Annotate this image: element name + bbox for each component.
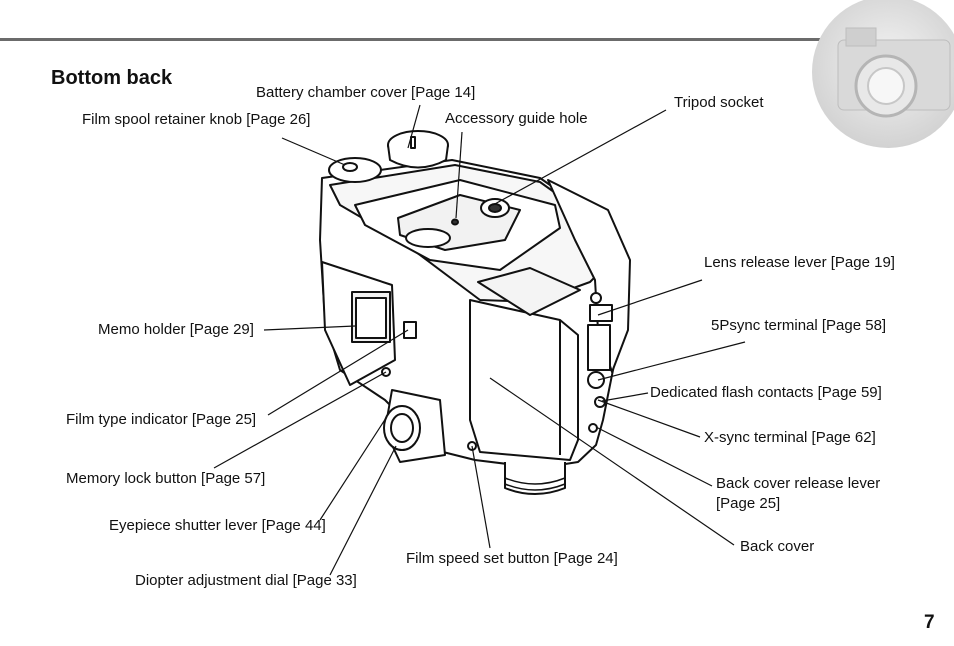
label-back-cover-release-lever-page: [Page 25] [716,495,781,512]
label-eyepiece-shutter-lever: Eyepiece shutter lever [Page 44] [109,517,326,534]
label-dedicated-flash-contacts: Dedicated flash contacts [Page 59] [650,384,882,401]
page-number: 7 [924,612,935,633]
label-memory-lock-button: Memory lock button [Page 57] [66,470,266,487]
label-diopter-adjustment-dial: Diopter adjustment dial [Page 33] [135,572,357,589]
label-x-sync-terminal: X-sync terminal [Page 62] [704,429,876,446]
label-lens-release-lever: Lens release lever [Page 19] [704,254,895,271]
label-film-type-indicator: Film type indicator [Page 25] [66,411,257,428]
label-psync-terminal: 5Psync terminal [Page 58] [711,317,887,334]
label-film-speed-set-button: Film speed set button [Page 24] [406,550,618,567]
label-tripod-socket: Tripod socket [674,94,764,111]
label-back-cover-release-lever: Back cover release lever [716,475,881,492]
page-title: Bottom back [51,67,173,89]
callout-lines [213,104,746,576]
camera-thumbnail-icon [812,0,954,148]
label-memo-holder: Memo holder [Page 29] [98,321,254,338]
camera-body [319,130,631,495]
label-back-cover: Back cover [740,538,815,555]
label-battery-chamber-cover: Battery chamber cover [Page 14] [256,84,476,101]
label-accessory-guide-hole: Accessory guide hole [445,110,588,127]
header-rule [0,38,954,41]
label-film-spool-retainer-knob: Film spool retainer knob [Page 26] [82,111,311,128]
